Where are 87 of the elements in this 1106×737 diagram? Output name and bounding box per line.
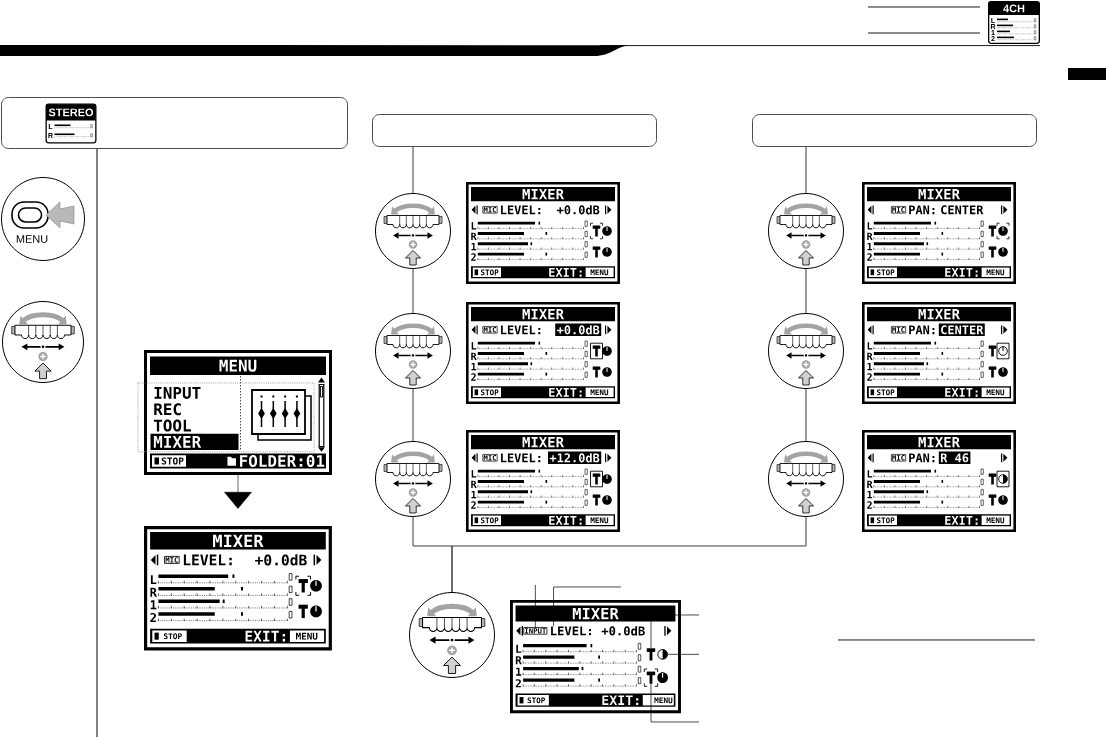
leader-line [650,614,700,649]
channel-label: R [867,352,873,360]
stop-key: STOP [152,455,186,467]
connector-line [805,146,807,194]
channel-label: R [867,232,873,240]
channel-label: 1 [867,490,873,499]
dial-drawing [768,313,844,389]
leader-line [535,584,536,628]
channel-label: 1 [471,362,477,371]
dial-drawing [409,592,495,678]
channel-label: L [471,222,477,230]
folder-label: FOLDER:01 [240,454,325,467]
channel-label: 2 [471,373,476,381]
menu-item: INPUT [154,387,201,399]
channel-label: R [150,587,157,597]
dial-drawing [375,313,451,389]
parameter-label: LEVEL: [183,554,232,566]
channel-label: 1 [471,490,477,499]
leader-line [667,654,700,655]
channel-label: 2 [471,253,476,261]
parameter-label: LEVEL: [551,626,591,636]
parameter-value: +0.0dB [557,205,600,215]
menu-item: REC [154,403,181,416]
connector-line [805,388,807,442]
channel-label: R [471,352,477,360]
channel-label: 1 [867,242,873,251]
channel-label: 1 [516,667,522,676]
menu-item: TOOL [153,419,191,432]
parameter-value: +0.0dB [255,554,307,566]
channel-label: 1 [867,362,873,371]
dial-drawing [375,193,451,269]
exit-label: EXIT: [945,387,978,397]
channel-label: 2 [471,501,476,509]
exit-label: EXIT: [602,695,639,706]
channel-label: 1 [150,600,157,610]
title-bar: MENU [150,356,326,375]
dial-drawing [375,441,451,517]
channel-label: 2 [867,253,872,261]
channel-label: 2 [867,501,872,509]
exit-label: EXIT: [549,267,582,277]
exit-label: EXIT: [945,515,978,525]
menu-key: MENU [289,630,325,642]
channel-label: L [471,470,477,478]
channel-label: R [515,656,522,665]
channel-label: 2 [150,613,156,622]
knob-icon [657,649,668,660]
channel-label: L [867,470,873,478]
header-box [372,114,657,147]
button-label: MENU [16,235,48,243]
channel-label: R [471,480,477,488]
channel-label: R [867,480,873,488]
channel-label: 2 [515,679,521,688]
dial-drawing [768,193,844,269]
exit-label: EXIT: [945,267,978,277]
parameter-label: PAN: [909,453,935,463]
channel-label: L [867,222,873,230]
channel-label: 1 [471,242,477,251]
parameter-label: LEVEL: [501,205,541,215]
channel-label: 2 [867,373,872,381]
connector-line [412,268,414,314]
exit-label: EXIT: [549,387,582,397]
channel-label: L [516,644,522,653]
connector-line [805,268,807,314]
parameter-value: CENTER [941,205,984,215]
parameter-label: LEVEL: [501,453,541,463]
leader-line [650,683,700,723]
connector-line [451,516,807,593]
channel-label: L [471,342,477,350]
parameter-value: +0.0dB [601,626,645,636]
title-bar: MIXER [150,532,326,550]
exit-label: EXIT: [549,515,582,525]
arrow [224,474,252,509]
dial-drawing [2,301,84,383]
leader-line [553,586,622,627]
connector-line [412,388,414,442]
channel-label: L [150,575,157,585]
channel-label: L [867,342,873,350]
channel-label: R [471,232,477,240]
exit-label: EXIT: [245,630,286,642]
parameter-label: PAN: [909,205,935,215]
fader-icon [643,668,659,687]
header-box [752,114,1037,147]
dial-drawing [768,441,844,517]
connector-line [412,146,414,194]
parameter-label: LEVEL: [501,325,541,335]
fader-icon [646,648,656,661]
parameter-label: PAN: [909,325,935,335]
